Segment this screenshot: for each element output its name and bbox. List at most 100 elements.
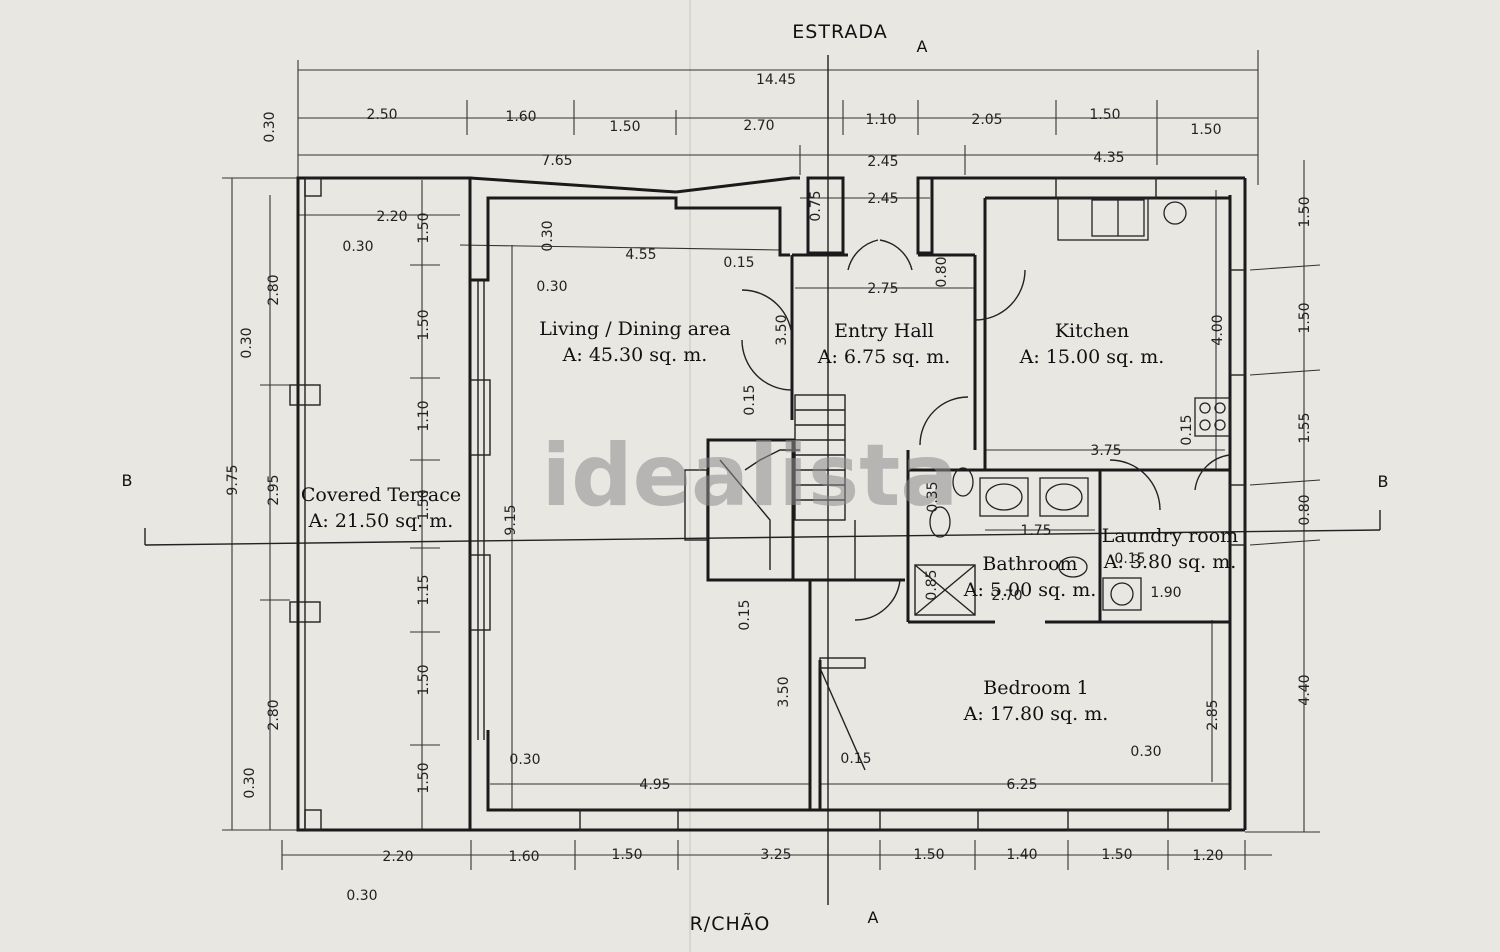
misc-dimension-labels: 0.30 0.30 0.30 0.30 0.15 0.15 0.15 0.15 … [342,190,1195,904]
dim-misc-8: 0.15 [737,599,753,630]
section-marker-a-top: A [917,37,928,56]
dim-bath-width: 1.75 [1020,523,1051,539]
dim-right-3: 1.55 [1297,412,1313,443]
dim-misc-6: 0.15 [840,751,871,767]
room-labels: Covered Terrace A: 21.50 sq. m. Living /… [301,318,1238,725]
dim-left-inner-7: 1.50 [416,762,432,793]
dim-left-inner-3: 1.10 [416,400,432,431]
dim-top-2: 1.60 [505,109,536,125]
dim-bath-depth: 2.70 [991,588,1022,604]
room-name-kitchen: Kitchen [1055,320,1129,342]
dim-top-7: 1.50 [1089,107,1120,123]
dim-left-mid-3: 2.80 [266,699,282,730]
dim-misc-14: 3.50 [774,314,790,345]
dim-left-inner-4: 1.50 [416,489,432,520]
top-dimension-labels: 14.45 2.50 1.60 1.50 2.70 1.10 2.05 1.50… [366,72,1221,297]
dim-top-8: 1.50 [1190,122,1221,138]
dim-bottom-4: 3.25 [760,847,791,863]
dim-left-inner-2: 1.50 [416,309,432,340]
dim-top-inner-3: 4.55 [625,247,656,263]
dim-bedroom-depth: 2.85 [1205,699,1221,730]
dim-right-5: 4.40 [1297,674,1313,705]
dim-misc-2: 0.30 [536,279,567,295]
dim-misc-11: 0.75 [808,190,824,221]
dim-bottom-2: 1.60 [508,849,539,865]
dim-top-3: 1.50 [609,119,640,135]
dim-bottom-1: 2.20 [382,849,413,865]
dim-living-height: 9.15 [503,504,519,535]
room-name-bedroom1: Bedroom 1 [983,677,1088,699]
section-lines [144,55,1381,905]
dim-top-inner-1: 2.45 [867,191,898,207]
section-marker-b-left: B [122,471,133,490]
room-area-kitchen: A: 15.00 sq. m. [1019,346,1165,368]
doors [741,239,1231,621]
dim-bottom-5: 1.50 [913,847,944,863]
section-marker-a-bottom: A [868,908,879,927]
dim-top-row2-1: 7.65 [541,153,572,169]
dim-laundry-width: 1.90 [1150,585,1181,601]
fixtures [929,197,1231,611]
dim-living-width: 4.95 [639,777,670,793]
dim-top-row2-3: 4.35 [1093,150,1124,166]
room-name-laundry: Laundry room [1102,525,1238,547]
dim-misc-5: 0.15 [723,255,754,271]
bottom-dimension-labels: 2.20 1.60 1.50 3.25 1.50 1.40 1.50 1.20 … [382,443,1223,865]
dim-misc-12: 0.35 [925,481,941,512]
room-area-bedroom1: A: 17.80 sq. m. [963,703,1109,725]
dim-top-inner-4: 2.75 [867,281,898,297]
bottom-dimensions [281,449,1272,870]
dim-left-030-c: 0.30 [242,767,258,798]
walls [289,176,1247,832]
dim-left-030-b: 0.30 [239,327,255,358]
dim-misc-1: 0.30 [342,239,373,255]
dim-misc-18: 0.15 [1114,551,1145,567]
dim-kitchen-depth: 4.00 [1210,314,1226,345]
dim-misc-9: 0.15 [1179,414,1195,445]
dim-misc-3: 0.30 [509,752,540,768]
dim-top-inner-2: 2.20 [376,209,407,225]
dim-left-inner-6: 1.50 [416,664,432,695]
dim-left-030-a: 0.30 [262,111,278,142]
room-area-terrace: A: 21.50 sq. m. [308,510,454,532]
watermark: idealista [542,426,959,526]
room-name-living: Living / Dining area [539,318,730,340]
dim-bottom-7: 1.50 [1101,847,1132,863]
dim-bottom-8: 1.20 [1192,848,1223,864]
dim-bedroom-width: 6.25 [1006,777,1037,793]
room-area-living: A: 45.30 sq. m. [562,344,708,366]
dim-left-mid-1: 2.80 [266,274,282,305]
room-name-terrace: Covered Terrace [301,484,461,506]
side-dimensions [222,160,1321,833]
room-area-bathroom: A: 5.00 sq. m. [963,579,1097,601]
plan-title: R/CHÃO [690,912,771,935]
dim-misc-10: 0.80 [934,256,950,287]
dim-right-2: 1.50 [1297,302,1313,333]
dim-misc-15: 3.50 [776,676,792,707]
dim-top-6: 2.05 [971,112,1002,128]
dim-misc-4: 0.30 [1130,744,1161,760]
dim-misc-7: 0.15 [742,384,758,415]
dim-top-4: 2.70 [743,118,774,134]
dim-left-inner-5: 1.15 [416,574,432,605]
left-dimension-labels: 9.75 0.30 0.30 0.30 2.80 2.95 2.80 1.50 … [225,111,519,798]
dim-kitchen-width: 3.75 [1090,443,1121,459]
dim-left-mid-2: 2.95 [266,474,282,505]
dim-left-total: 9.75 [225,464,241,495]
dim-right-4: 0.80 [1297,494,1313,525]
section-marker-b-right: B [1378,472,1389,491]
dim-misc-17: 0.30 [540,220,556,251]
dim-top-1: 2.50 [366,107,397,123]
dim-left-inner-1: 1.50 [416,212,432,243]
room-name-entry: Entry Hall [834,320,934,342]
dim-misc-13: 0.85 [924,569,940,600]
right-dimension-labels: 1.50 1.50 1.55 0.80 4.40 4.00 2.85 [1205,196,1313,730]
top-dimensions [297,50,1259,289]
dim-top-5: 1.10 [865,112,896,128]
dim-misc-16: 0.30 [346,888,377,904]
dim-bottom-6: 1.40 [1006,847,1037,863]
dim-top-total: 14.45 [756,72,796,88]
dim-right-1: 1.50 [1297,196,1313,227]
room-name-bathroom: Bathroom [982,553,1077,575]
